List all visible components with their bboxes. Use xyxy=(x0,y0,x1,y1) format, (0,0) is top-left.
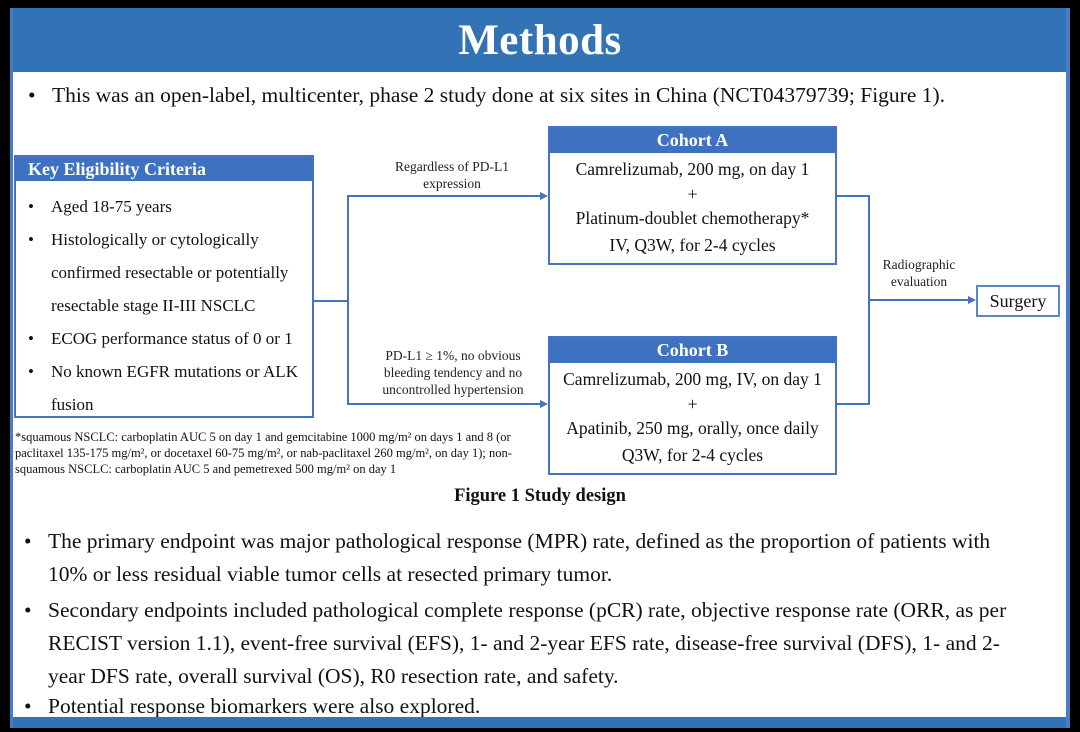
page-title: Methods xyxy=(458,16,622,64)
connector-eligibility xyxy=(314,300,347,302)
bullet-marker: • xyxy=(28,197,34,216)
bullet-marker: • xyxy=(28,329,34,348)
biomarkers-bullet: • Potential response biomarkers were als… xyxy=(24,690,1029,723)
surgery-box: Surgery xyxy=(976,285,1060,317)
bullet-marker: • xyxy=(24,529,32,553)
eligibility-item: • Histologically or cytologically confir… xyxy=(28,223,308,322)
eligibility-item: • No known EGFR mutations or ALK fusion xyxy=(28,355,308,421)
title-banner: Methods xyxy=(10,8,1070,72)
bullet-marker: • xyxy=(24,694,32,718)
eligibility-item-text: Histologically or cytologically confirme… xyxy=(51,230,289,315)
eligibility-item: • Aged 18-75 years xyxy=(28,190,308,223)
arrow-to-surgery xyxy=(868,299,974,301)
cohort-a-line: Platinum-doublet chemotherapy* xyxy=(575,208,810,228)
figure-caption: Figure 1 Study design xyxy=(454,486,626,506)
secondary-endpoints-bullet: • Secondary endpoints included pathologi… xyxy=(24,594,1029,693)
cohort-a-body: Camrelizumab, 200 mg, on day 1 + Platinu… xyxy=(550,153,835,259)
cohort-b-header: Cohort B xyxy=(550,338,835,363)
branch-label-bottom: PD-L1 ≥ 1%, no obvious bleeding tendency… xyxy=(382,348,524,397)
branch-label-top: Regardless of PD-L1 expression xyxy=(395,159,509,191)
surgery-label: Surgery xyxy=(989,290,1047,311)
plus-sign: + xyxy=(687,184,698,204)
cohort-a-box: Cohort A Camrelizumab, 200 mg, on day 1 … xyxy=(548,126,837,265)
cohort-b-line: Q3W, for 2-4 cycles xyxy=(621,445,764,465)
plus-sign: + xyxy=(687,394,698,414)
eligibility-box: Key Eligibility Criteria • Aged 18-75 ye… xyxy=(14,155,314,418)
arrow-to-cohort-b xyxy=(347,403,546,405)
eligibility-header: Key Eligibility Criteria xyxy=(16,157,312,181)
primary-endpoint-bullet: • The primary endpoint was major patholo… xyxy=(24,525,1029,591)
bullet-marker: • xyxy=(28,362,34,381)
eligibility-item-text: ECOG performance status of 0 or 1 xyxy=(51,329,293,348)
connector-cohort-b xyxy=(837,403,868,405)
eligibility-item-text: No known EGFR mutations or ALK fusion xyxy=(51,362,298,414)
cohort-b-line: Camrelizumab, 200 mg, IV, on day 1 xyxy=(563,369,822,389)
chemotherapy-footnote: *squamous NSCLC: carboplatin AUC 5 on da… xyxy=(15,430,512,476)
bullet-marker: • xyxy=(28,230,34,249)
arrow-to-cohort-a xyxy=(347,195,546,197)
branch-vertical-line xyxy=(347,195,349,405)
methods-slide: Methods • This was an open-label, multic… xyxy=(10,8,1070,728)
intro-bullet: • This was an open-label, multicenter, p… xyxy=(28,80,1058,110)
primary-endpoint-text: The primary endpoint was major pathologi… xyxy=(48,529,991,586)
eligibility-items: • Aged 18-75 years • Histologically or c… xyxy=(16,181,312,421)
cohort-a-header: Cohort A xyxy=(550,128,835,153)
eligibility-item: • ECOG performance status of 0 or 1 xyxy=(28,322,308,355)
cohort-a-line: Camrelizumab, 200 mg, on day 1 xyxy=(575,159,810,179)
bullet-marker: • xyxy=(28,83,36,107)
cohort-b-body: Camrelizumab, 200 mg, IV, on day 1 + Apa… xyxy=(550,363,835,469)
biomarkers-text: Potential response biomarkers were also … xyxy=(48,694,481,718)
cohort-a-line: IV, Q3W, for 2-4 cycles xyxy=(609,235,776,255)
bottom-accent-bar xyxy=(10,717,1070,728)
connector-cohort-a xyxy=(837,195,868,197)
radiographic-evaluation-label: Radiographic evaluation xyxy=(882,257,956,289)
eligibility-item-text: Aged 18-75 years xyxy=(51,197,172,216)
intro-bullet-text: This was an open-label, multicenter, pha… xyxy=(52,83,946,107)
bullet-marker: • xyxy=(24,598,32,622)
secondary-endpoints-text: Secondary endpoints included pathologica… xyxy=(48,598,1007,688)
cohort-b-line: Apatinib, 250 mg, orally, once daily xyxy=(566,418,819,438)
cohort-b-box: Cohort B Camrelizumab, 200 mg, IV, on da… xyxy=(548,336,837,475)
